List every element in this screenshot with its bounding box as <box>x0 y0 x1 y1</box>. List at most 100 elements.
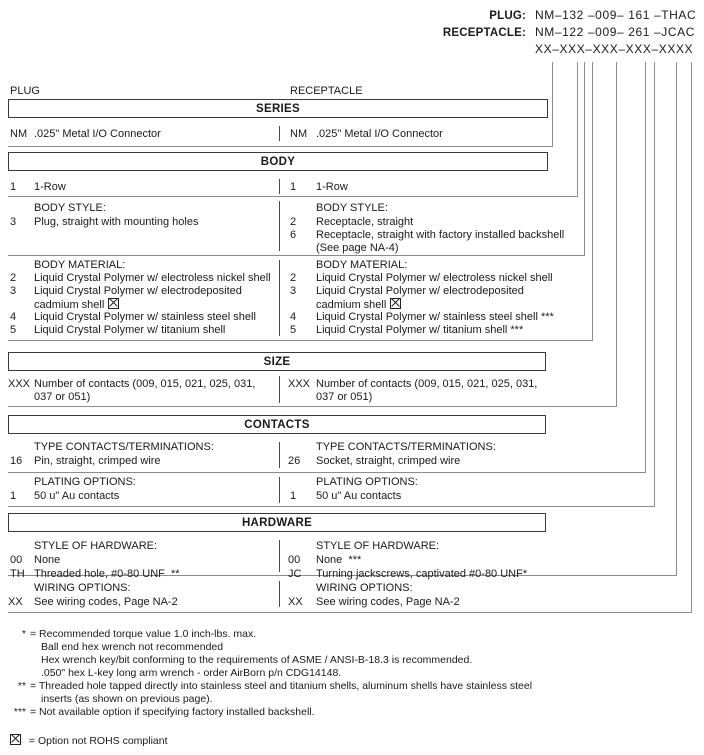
body-material-right-text-2-label: cadmium shell <box>316 299 387 311</box>
part-number-header: PLUG: NM–132 –009– 161 –THAC RECEPTACLE:… <box>0 8 704 59</box>
rohs-note-label: = Option not ROHS compliant <box>28 735 168 747</box>
contact-type-right-heading: TYPE CONTACTS/TERMINATIONS: <box>316 441 496 453</box>
body-material-right-code-1: 3 <box>290 285 297 297</box>
rohs-note: = Option not ROHS compliant <box>10 734 168 747</box>
bracket-body-material-v <box>592 73 593 340</box>
section-title-series: SERIES <box>8 99 548 118</box>
hardware-style-right-code-0: 00 <box>288 554 301 566</box>
bracket-body-material-h <box>8 340 593 341</box>
footnote-mark-3: *** <box>13 706 26 718</box>
plug-label: PLUG: <box>489 10 526 22</box>
body-material-right-code-3: 4 <box>290 311 297 323</box>
body-material-left-code-3: 4 <box>10 311 17 323</box>
footnote-mark-1: * <box>21 628 26 640</box>
size-right-text-1: 037 or 051) <box>316 391 373 403</box>
divider-contact-type <box>279 442 281 468</box>
series-right-code: NM <box>290 128 308 140</box>
hardware-style-right-heading: STYLE OF HARDWARE: <box>316 540 440 552</box>
section-title-size: SIZE <box>8 352 546 371</box>
contact-type-right-code: 26 <box>288 455 301 467</box>
body-material-left-text-3: Liquid Crystal Polymer w/ stainless stee… <box>34 311 256 323</box>
body-material-left-code-4: 5 <box>10 324 17 336</box>
bracket-body-row-h <box>8 196 578 197</box>
footnote-2-line-1: inserts (as shown on previous page). <box>41 693 213 705</box>
body-style-right-heading: BODY STYLE: <box>316 202 388 214</box>
body-style-right-code-1: 6 <box>290 229 297 241</box>
size-right-text-0: Number of contacts (009, 015, 021, 025, … <box>316 378 538 390</box>
receptacle-label: RECEPTACLE: <box>442 27 526 39</box>
hardware-style-right-text-1: Turning jackscrews, captivated #0-80 UNF… <box>316 568 528 580</box>
size-left-code-0: XXX <box>8 378 31 390</box>
body-style-right-text-2: (See page NA-4) <box>316 242 399 254</box>
bracket-plating-v <box>654 73 655 506</box>
divider-body-style <box>279 201 281 251</box>
plating-right-heading: PLATING OPTIONS: <box>316 476 418 488</box>
body-material-right-text-0: Liquid Crystal Polymer w/ electroless ni… <box>316 272 553 284</box>
bracket-wiring-h <box>8 612 692 613</box>
wiring-left-text: See wiring codes, Page NA-2 <box>34 596 178 608</box>
body-material-right-code-0: 2 <box>290 272 297 284</box>
hardware-style-right-text-0: None *** <box>316 554 362 566</box>
series-left-text: .025" Metal I/O Connector <box>34 128 161 140</box>
plating-right-code: 1 <box>290 490 297 502</box>
leader-tick-5 <box>616 62 617 73</box>
footnote-1-line-0: = Recommended torque value 1.0 inch-lbs.… <box>30 628 257 640</box>
bracket-contact-type-h <box>8 472 646 473</box>
footnote-mark-2: ** <box>17 680 26 692</box>
body-row-left-text: 1-Row <box>34 181 66 193</box>
column-caption-receptacle: RECEPTACLE <box>290 85 363 97</box>
body-material-right-text-2: cadmium shell <box>316 298 402 311</box>
body-material-left-text-2: cadmium shell <box>34 298 120 311</box>
body-style-right-text-0: Receptacle, straight <box>316 216 414 228</box>
footnote-1-line-1: Ball end hex wrench not recommended <box>41 641 224 653</box>
body-style-left-text-0: Plug, straight with mounting holes <box>34 216 199 228</box>
divider-series <box>279 126 281 141</box>
hardware-style-left-heading: STYLE OF HARDWARE: <box>34 540 158 552</box>
mask-part-number-row: XX–XXX–XXX–XXX–XXXX <box>0 42 704 59</box>
mask-part-number: XX–XXX–XXX–XXX–XXXX <box>535 42 694 56</box>
body-material-right-code-4: 5 <box>290 324 297 336</box>
body-style-left-heading: BODY STYLE: <box>34 202 106 214</box>
section-title-contacts: CONTACTS <box>8 415 546 434</box>
leader-tick-2 <box>577 62 578 73</box>
receptacle-part-number: NM–122 –009– 261 –JCAC <box>535 25 695 39</box>
leader-tick-7 <box>654 62 655 73</box>
section-title-body: BODY <box>8 152 548 171</box>
bracket-size-v <box>616 73 617 406</box>
body-material-left-code-1: 3 <box>10 285 17 297</box>
non-rohs-checkbox-icon <box>108 298 120 309</box>
plating-right-text: 50 u" Au contacts <box>316 490 402 502</box>
size-left-text-1: 037 or 051) <box>34 391 91 403</box>
contact-type-left-code: 16 <box>10 455 23 467</box>
body-material-left-text-4: Liquid Crystal Polymer w/ titanium shell <box>34 324 226 336</box>
body-material-left-text-0: Liquid Crystal Polymer w/ electroless ni… <box>34 272 271 284</box>
body-style-left-code-0: 3 <box>10 216 17 228</box>
bracket-body-style-h <box>8 255 585 256</box>
size-left-text-0: Number of contacts (009, 015, 021, 025, … <box>34 378 256 390</box>
wiring-left-heading: WIRING OPTIONS: <box>34 582 131 594</box>
divider-hardware-style <box>279 540 281 572</box>
bracket-plating-h <box>8 506 655 507</box>
body-material-left-code-0: 2 <box>10 272 17 284</box>
bracket-hardware-style-v <box>676 73 677 575</box>
leader-tick-6 <box>645 62 646 73</box>
non-rohs-checkbox-icon <box>390 298 402 309</box>
body-row-right-text: 1-Row <box>316 181 348 193</box>
size-right-code-0: XXX <box>288 378 311 390</box>
divider-wiring <box>279 581 281 607</box>
section-title-hardware: HARDWARE <box>8 513 546 532</box>
plating-left-text: 50 u" Au contacts <box>34 490 120 502</box>
divider-size <box>279 376 281 403</box>
bracket-series-v <box>552 73 553 146</box>
hardware-style-left-code-0: 00 <box>10 554 23 566</box>
body-row-right-code: 1 <box>290 181 297 193</box>
non-rohs-checkbox-icon <box>10 734 21 745</box>
wiring-right-code: XX <box>288 596 303 608</box>
plug-part-number: NM–132 –009– 161 –THAC <box>535 8 697 22</box>
series-left-code: NM <box>10 128 28 140</box>
contact-type-left-text: Pin, straight, crimped wire <box>34 455 161 467</box>
bracket-contact-type-v <box>645 73 646 472</box>
series-right-text: .025" Metal I/O Connector <box>316 128 443 140</box>
bracket-wiring-v <box>691 73 692 612</box>
bracket-body-row-v <box>577 73 578 196</box>
